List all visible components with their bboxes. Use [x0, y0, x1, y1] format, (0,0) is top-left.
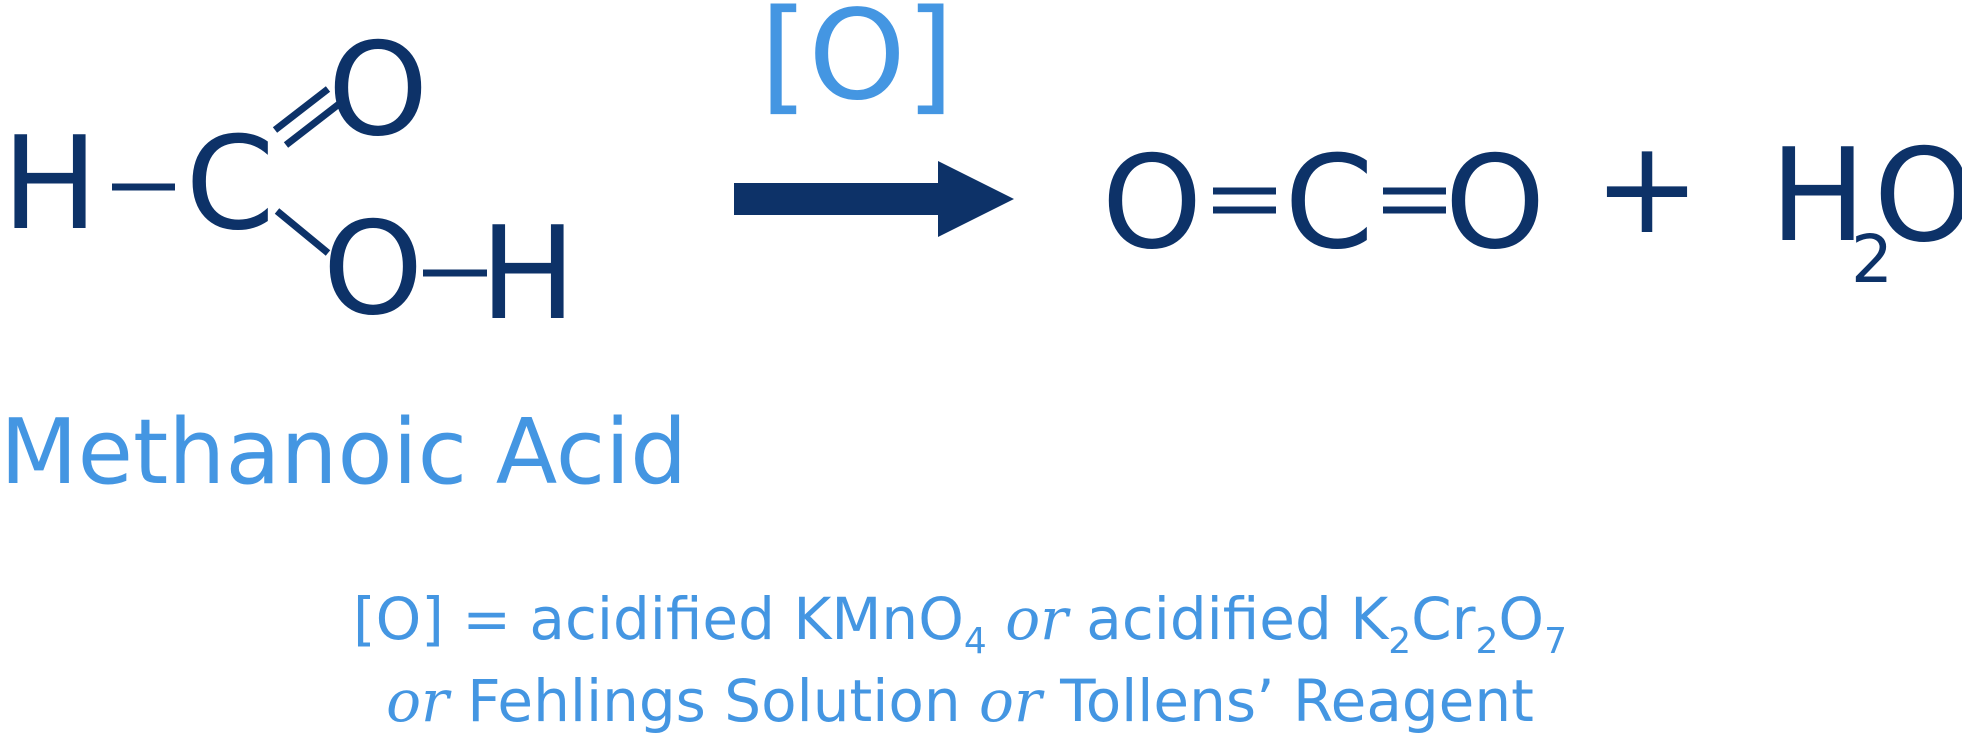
option-dichromate-b: Cr [1411, 585, 1476, 653]
oxidant-symbol: [O] = [353, 585, 511, 653]
atom-water-o: O [1874, 122, 1962, 271]
bond-c-o-double-a [272, 86, 331, 133]
water-subscript: 2 [1851, 221, 1893, 298]
dichromate-subscript-1: 2 [1388, 621, 1412, 662]
oxidant-definition-line1: [O] = acidified KMnO4 or acidified K2Cr2… [0, 590, 1920, 660]
reaction-arrow-group: [O] [734, 0, 1014, 237]
atom-o-double: O [328, 16, 429, 165]
conjunction-or-2: or [386, 667, 449, 735]
atom-carbon: C [185, 110, 274, 259]
atom-water-h: H [1770, 122, 1866, 271]
oxidising-agent-label: [O] [760, 0, 954, 128]
atom-co2-carbon: C [1284, 129, 1373, 278]
reaction-arrow-head [938, 161, 1014, 237]
atom-h-right: H [480, 200, 576, 349]
atom-o-single: O [323, 195, 424, 344]
option-dichromate-c: O [1498, 585, 1545, 653]
reaction-arrow-shaft [734, 183, 940, 215]
kmno4-subscript: 4 [963, 621, 987, 662]
option-kmno4: acidified KMnO [529, 585, 964, 653]
conjunction-or-1: or [1005, 585, 1068, 653]
option-tollens: Tollens’ Reagent [1060, 667, 1534, 735]
atom-co2-o-left: O [1102, 129, 1203, 278]
option-dichromate-a: acidified K [1086, 585, 1389, 653]
bond-c-o-double-b [283, 101, 342, 148]
atom-co2-o-right: O [1445, 129, 1546, 278]
methanoic-acid-structure: H C O O H [2, 16, 576, 349]
water-formula: H 2 O [1770, 122, 1962, 298]
oxidant-definition-line2: or Fehlings Solution or Tollens’ Reagent [0, 672, 1920, 730]
conjunction-or-3: or [979, 667, 1042, 735]
dichromate-subscript-2: 2 [1475, 621, 1499, 662]
plus-sign: + [1593, 114, 1700, 263]
reactant-name-label: Methanoic Acid [0, 400, 688, 505]
dichromate-subscript-3: 7 [1544, 621, 1567, 662]
bond-c-o-single [274, 208, 331, 256]
carbon-dioxide-structure: O C O [1102, 129, 1546, 278]
atom-h-left: H [2, 110, 98, 259]
option-fehlings: Fehlings Solution [467, 667, 961, 735]
